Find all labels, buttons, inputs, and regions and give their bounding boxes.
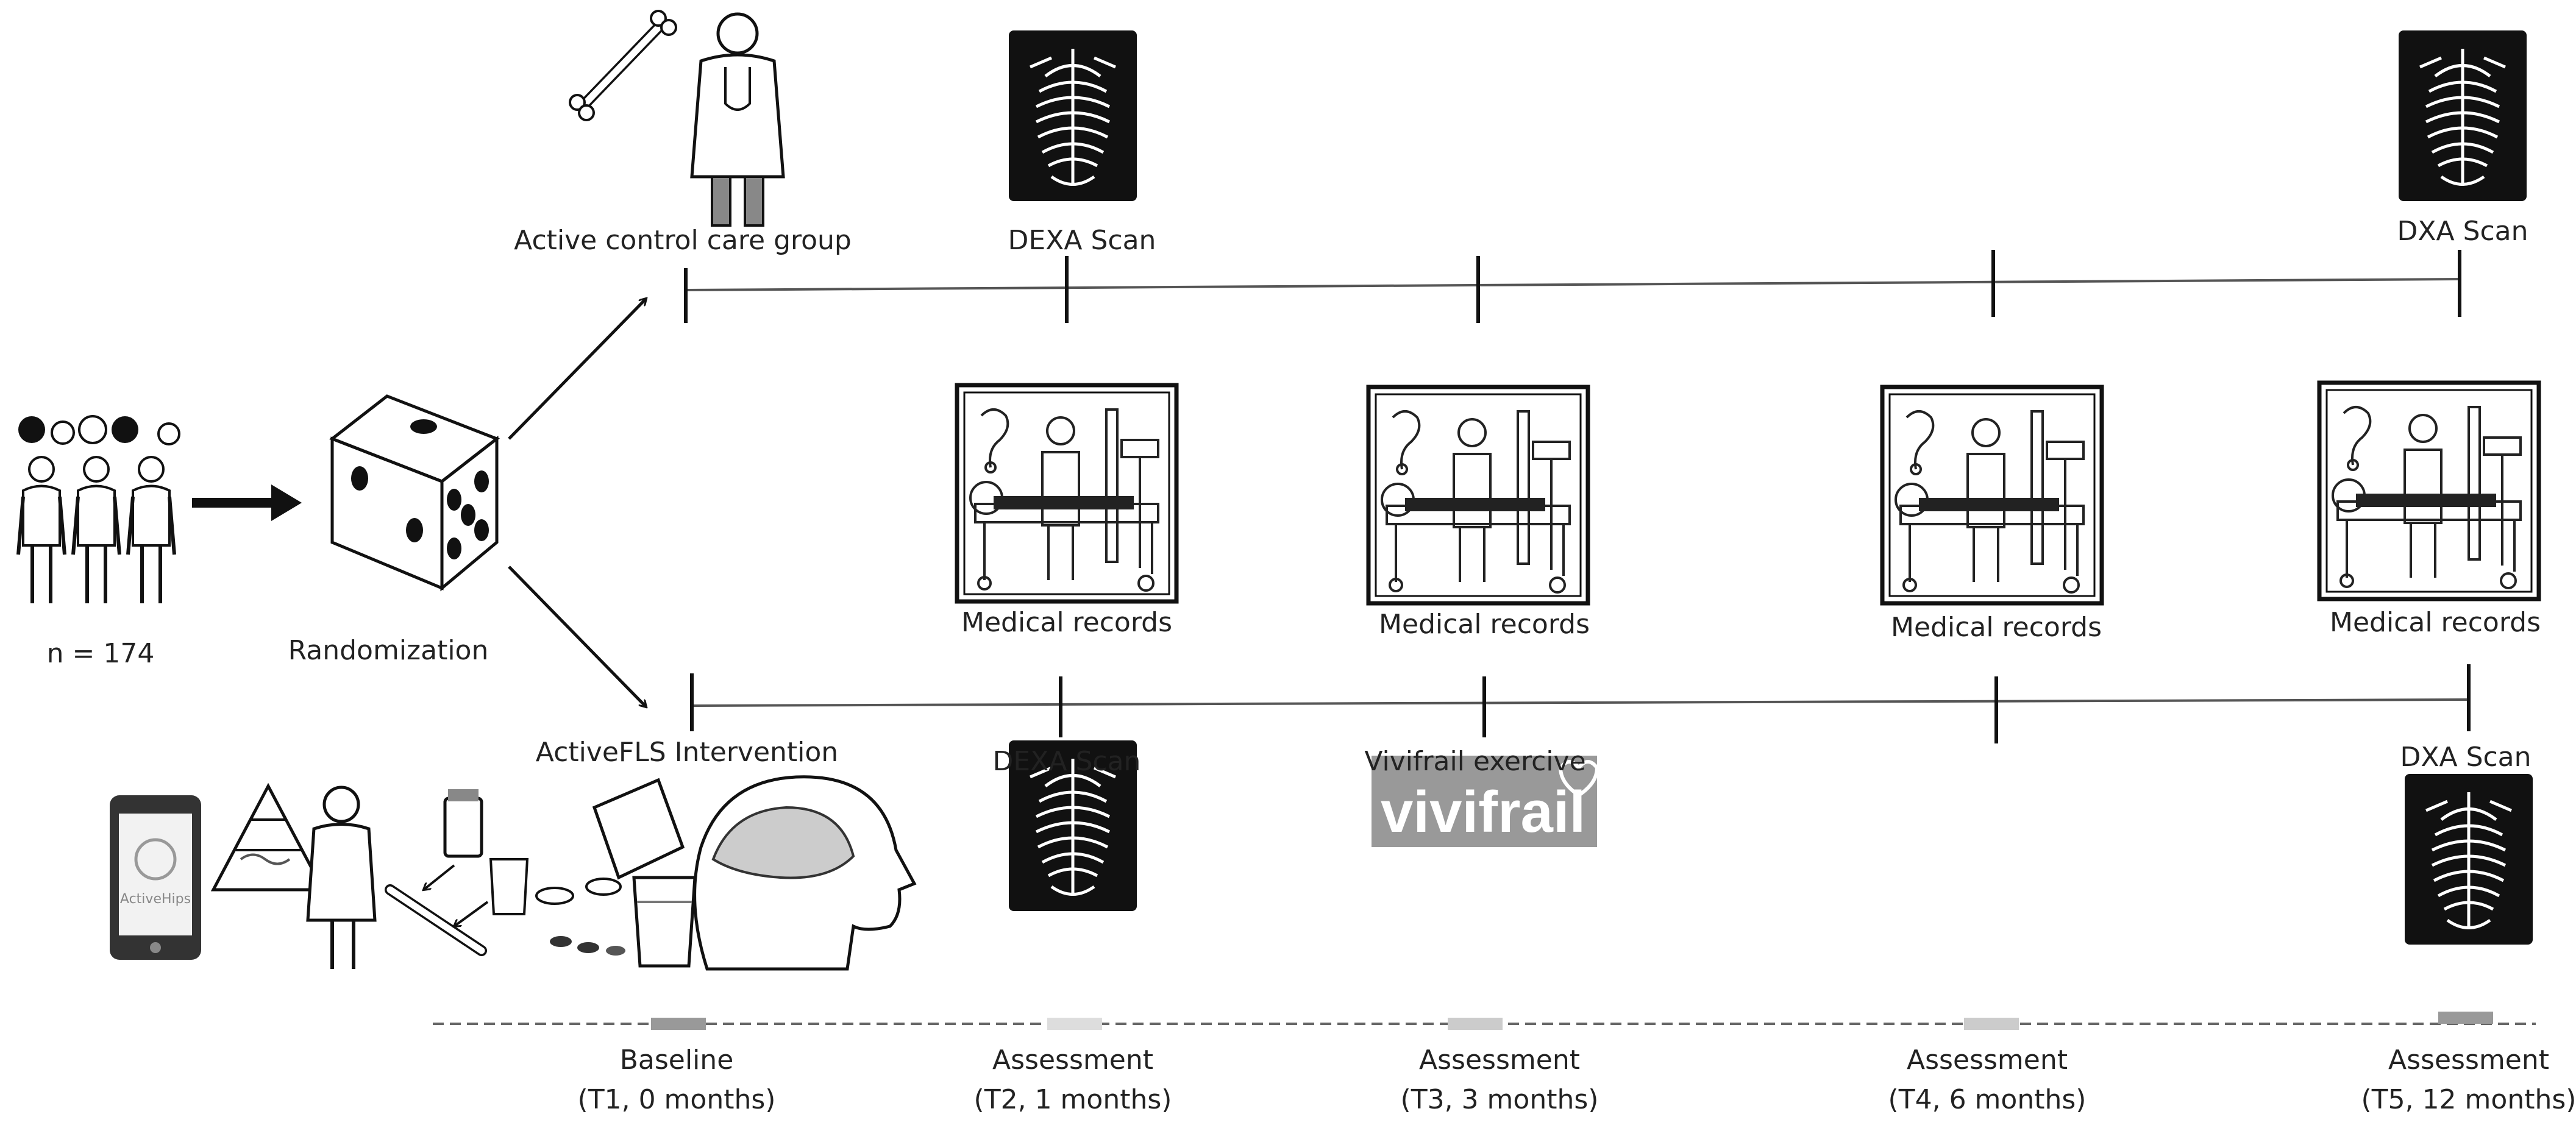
medical-records-label: Medical records bbox=[961, 607, 1173, 638]
timepoint-subtitle: (T4, 6 months) bbox=[1888, 1084, 2087, 1115]
dxa-scan-intervention-end-label: DXA Scan bbox=[2400, 742, 2532, 773]
timepoint-subtitle: (T1, 0 months) bbox=[577, 1084, 776, 1115]
arrow-to-control bbox=[508, 299, 646, 440]
timepoint-title: Assessment bbox=[992, 1045, 1153, 1076]
timepoint-title: Assessment bbox=[1907, 1045, 2068, 1076]
medical-records-label: Medical records bbox=[1890, 612, 2102, 643]
participants-icon bbox=[18, 415, 180, 603]
timepoint-title: Baseline bbox=[619, 1045, 734, 1076]
smartphone-icon bbox=[110, 795, 201, 960]
bone-icon bbox=[569, 10, 677, 121]
vivifrail-exercise-label: Vivifrail exercive bbox=[1364, 746, 1586, 777]
dice-icon bbox=[329, 394, 500, 592]
xray-icon bbox=[2405, 774, 2533, 945]
timepoint-subtitle: (T3, 3 months) bbox=[1400, 1084, 1599, 1115]
arrow-to-intervention bbox=[508, 566, 646, 707]
timepoint-subtitle: (T5, 12 months) bbox=[2361, 1084, 2576, 1115]
timepoint-subtitle: (T2, 1 months) bbox=[973, 1084, 1172, 1115]
dexa-scan-intervention-label: DEXA Scan bbox=[992, 746, 1141, 777]
medical-records-icon bbox=[1368, 387, 1588, 603]
medication-icon bbox=[424, 789, 625, 956]
timepoint-title: Assessment bbox=[1419, 1045, 1580, 1076]
randomization-label: Randomization bbox=[288, 635, 489, 666]
intervention-timeline bbox=[690, 664, 2471, 743]
medical-records-icon bbox=[957, 385, 1176, 601]
medical-records-label: Medical records bbox=[2329, 607, 2541, 638]
xray-icon bbox=[2399, 30, 2527, 201]
dexa-scan-control-label: DEXA Scan bbox=[1008, 225, 1156, 256]
doctor-with-bone-icon bbox=[306, 786, 487, 969]
app-logo-text: ActiveHips bbox=[120, 892, 191, 907]
vivifrail-logo-text: vivifrail bbox=[1381, 779, 1585, 845]
medical-records-label: Medical records bbox=[1378, 609, 1590, 640]
control-timeline bbox=[684, 250, 2461, 323]
control-arm-label: Active control care group bbox=[514, 225, 852, 256]
medical-records-icon bbox=[1882, 387, 2102, 603]
intervention-arm-label: ActiveFLS Intervention bbox=[535, 737, 839, 768]
dxa-scan-control-end-label: DXA Scan bbox=[2397, 216, 2528, 247]
supplement-drink-icon bbox=[592, 778, 697, 968]
food-pyramid-icon bbox=[210, 782, 326, 892]
doctor-icon bbox=[690, 12, 785, 227]
brain-head-icon bbox=[693, 775, 917, 971]
study-timeline-axis bbox=[433, 1012, 2536, 1030]
xray-icon bbox=[1009, 30, 1137, 201]
timepoint-title: Assessment bbox=[2388, 1045, 2549, 1076]
medical-records-icon bbox=[2319, 383, 2539, 599]
vivifrail-logo bbox=[1372, 756, 1599, 847]
flow-arrow-icon bbox=[192, 484, 302, 521]
participants-count-label: n = 174 bbox=[46, 638, 155, 669]
